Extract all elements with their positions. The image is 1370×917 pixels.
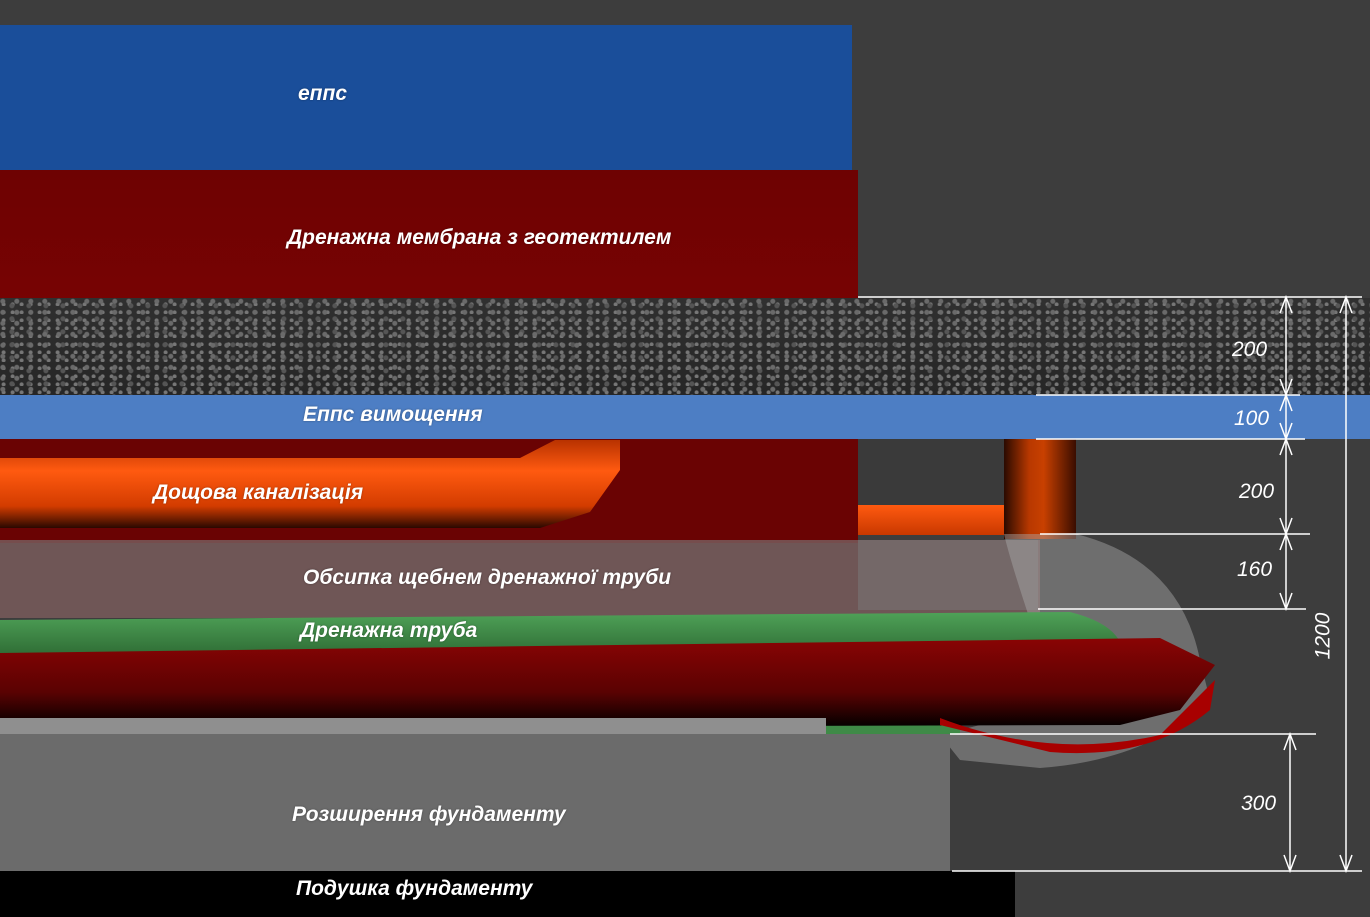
dim-epps-paving: 100 [1234, 407, 1270, 430]
epps-top-layer [0, 25, 852, 170]
dim-gravel: 200 [1232, 338, 1268, 361]
label-foundation-cushion: Подушка фундаменту [296, 877, 533, 900]
foundation-extension-layer [0, 734, 950, 871]
dim-sewer-zone: 200 [1239, 480, 1275, 503]
dim-total: 1200 [1311, 612, 1335, 660]
dim-foundation-extension: 300 [1241, 792, 1277, 815]
label-rain-sewer: Дощова каналізація [153, 481, 364, 504]
drainage-membrane-layer [0, 170, 858, 300]
sewer-connector [858, 505, 1004, 535]
label-epps-paving: Еппс вимощення [303, 403, 483, 426]
label-gravel-backfill: Обсипка щебнем дренажної труби [303, 566, 672, 589]
sewer-riser [1004, 439, 1076, 539]
backfill-side-extension [858, 540, 1038, 610]
label-drain-pipe: Дренажна труба [300, 619, 478, 642]
epps-paving-layer [0, 395, 1370, 439]
label-epps: еппс [298, 82, 348, 105]
foundation-extension-top-strip [0, 718, 826, 734]
gravel-layer [0, 298, 1370, 395]
label-drainage-membrane: Дренажна мембрана з геотектилем [287, 226, 672, 249]
label-foundation-extension: Розширення фундаменту [292, 803, 566, 826]
foundation-cushion-layer [0, 871, 1015, 917]
dim-backfill: 160 [1237, 558, 1273, 581]
